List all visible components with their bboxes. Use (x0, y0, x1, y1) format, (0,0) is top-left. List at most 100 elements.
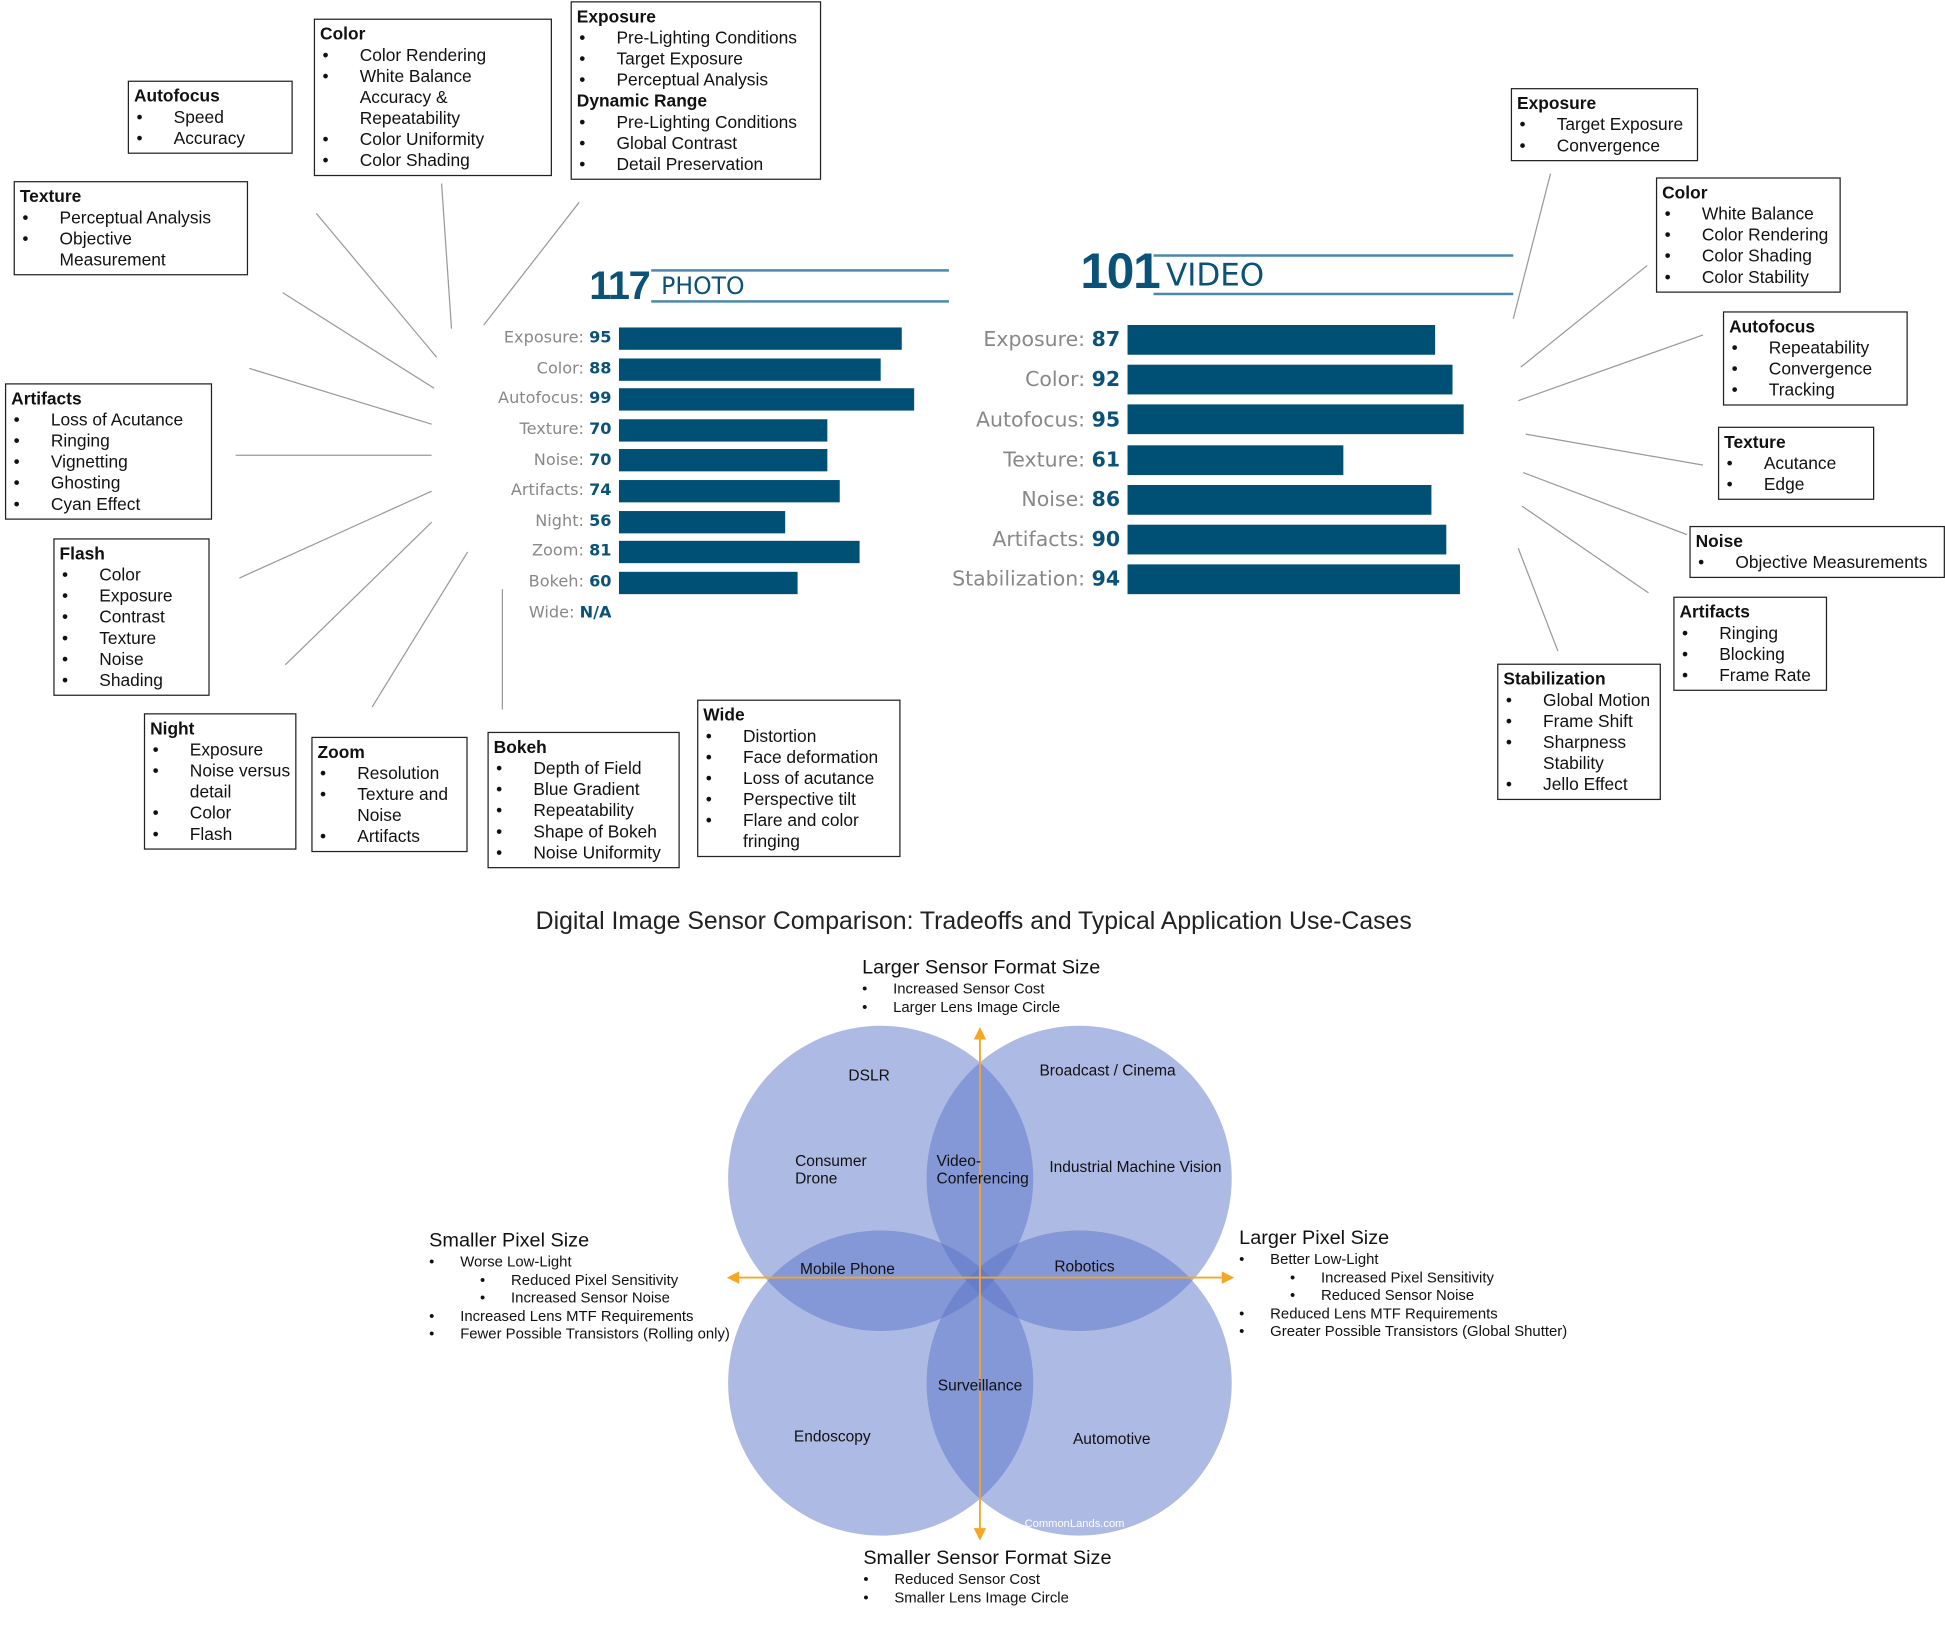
callout-heading: Bokeh (493, 736, 547, 757)
photo-callout-texture: TexturePerceptual AnalysisObjective Meas… (13, 181, 249, 276)
photo-callout-wide: WideDistortionFace deformationLoss of ac… (697, 699, 901, 858)
callout-item: Perceptual Analysis (20, 207, 242, 228)
callout-item: Target Exposure (577, 48, 815, 69)
venn-region-automotive: Automotive (1072, 1430, 1151, 1448)
callout-heading: Wide (703, 704, 745, 725)
callout-item: Ghosting (11, 473, 206, 494)
callout-item: Jello Effect (1503, 774, 1654, 795)
venn-region-dslr: DSLR (848, 1066, 890, 1085)
artifacts-name: Artifacts: (992, 527, 1092, 551)
callout-item: Ringing (1680, 623, 1821, 644)
night-bar (618, 510, 786, 533)
arrow-left-icon (726, 1271, 740, 1284)
photo-callout-night: NightExposureNoise versus detailColorFla… (143, 713, 297, 850)
smaller-pixel-size-label-item: Worse Low-Light (429, 1253, 730, 1271)
autofocus-name: Autofocus: (498, 389, 590, 409)
wide-score-label: Wide: N/A (529, 604, 612, 623)
callout-heading: Autofocus (1729, 316, 1815, 337)
callout-heading: Night (150, 718, 195, 739)
callout-item: Perceptual Analysis (577, 69, 815, 90)
callout-item: Color Stability (1662, 267, 1834, 288)
callout-item: Artifacts (318, 826, 462, 847)
callout-item: Convergence (1729, 358, 1901, 379)
callout-heading: Artifacts (1679, 601, 1750, 622)
callout-heading: Texture (19, 186, 82, 206)
venn-region-endoscopy: Endoscopy (793, 1427, 871, 1446)
larger-pixel-size-label-item: Greater Possible Transistors (Global Shu… (1239, 1322, 1567, 1340)
callout-item: Perspective tilt (703, 789, 894, 810)
callout-heading: Exposure (1517, 93, 1597, 113)
noise-bar (618, 449, 828, 472)
color-score-label: Color: 92 (1025, 368, 1120, 392)
callout-item: Shape of Bokeh (494, 821, 674, 842)
video-label: VIDEO (1165, 256, 1265, 293)
callout-item: Pre-Lighting Conditions (577, 112, 815, 133)
callout-item: Color Rendering (320, 45, 546, 66)
autofocus-value: 99 (589, 389, 612, 409)
callout-item: Color Rendering (1662, 225, 1834, 246)
color-value: 88 (589, 359, 612, 379)
callout-item: Noise Uniformity (494, 842, 674, 863)
video-callout-stabilization: StabilizationGlobal MotionFrame ShiftSha… (1497, 663, 1661, 801)
callout-item: Depth of Field (494, 758, 674, 779)
callout-item: Tracking (1729, 380, 1901, 401)
callout-item: Repeatability (1729, 337, 1901, 358)
smaller-sensor-format-label: Smaller Sensor Format SizeReduced Sensor… (863, 1547, 1111, 1607)
exposure-value: 95 (589, 328, 612, 348)
callout-item: Target Exposure (1517, 114, 1692, 135)
night-score-label: Night: 56 (535, 512, 611, 531)
video-rule-bottom (1153, 292, 1514, 296)
callout-item: Distortion (703, 726, 894, 747)
callout-item: Color Uniformity (320, 129, 546, 150)
exposure-name: Exposure: (503, 328, 590, 348)
callout-heading: Color (320, 23, 366, 44)
photo-score: 117 (589, 262, 651, 308)
callout-heading: Texture (1724, 431, 1786, 452)
exposure-score-label: Exposure: 87 (983, 328, 1120, 352)
photo-rule-bottom (651, 300, 949, 303)
bokeh-bar (618, 571, 798, 594)
artifacts-value: 74 (589, 481, 612, 501)
night-name: Night: (535, 512, 590, 531)
zoom-bar (618, 541, 861, 564)
callout-item: Edge (1724, 474, 1868, 495)
texture-bar (618, 419, 828, 442)
color-name: Color: (1025, 367, 1092, 392)
callout-item: Texture and Noise (318, 784, 462, 826)
larger-pixel-size-label-item: Reduced Sensor Noise (1239, 1286, 1567, 1304)
arrow-down-icon (973, 1528, 987, 1541)
larger-sensor-format-label: Larger Sensor Format SizeIncreased Senso… (862, 956, 1100, 1016)
callout-item: Speed (134, 107, 287, 128)
video-callout-noise: NoiseObjective Measurements (1689, 525, 1945, 579)
bokeh-value: 60 (589, 573, 612, 592)
color-bar (618, 357, 881, 381)
callout-item: Color Shading (1662, 246, 1834, 267)
exposure-bar (1127, 324, 1436, 355)
callout-item: Frame Rate (1680, 665, 1821, 686)
callout-item: Objective Measurement (20, 228, 242, 270)
photo-callout-exposure: ExposurePre-Lighting ConditionsTarget Ex… (570, 1, 822, 180)
artifacts-bar (618, 480, 840, 503)
callout-item: Color (60, 564, 204, 585)
stabilization-name: Stabilization: (952, 567, 1092, 591)
venn-title: Digital Image Sensor Comparison: Tradeof… (535, 907, 1412, 936)
larger-sensor-format-label-title: Larger Sensor Format Size (862, 957, 1101, 979)
arrow-right-icon (1221, 1271, 1235, 1284)
noise-bar (1127, 484, 1432, 515)
callout-item: Acutance (1724, 453, 1868, 474)
color-score-label: Color: 88 (537, 359, 612, 378)
smaller-sensor-format-label-item: Reduced Sensor Cost (863, 1570, 1111, 1588)
larger-pixel-size-label-item: Increased Pixel Sensitivity (1239, 1268, 1567, 1286)
larger-pixel-size-label-title: Larger Pixel Size (1239, 1227, 1390, 1250)
callout-item: Resolution (318, 763, 462, 784)
smaller-pixel-size-label-title: Smaller Pixel Size (429, 1230, 590, 1252)
color-bar (1127, 364, 1453, 395)
noise-score-label: Noise: 70 (534, 451, 612, 470)
callout-heading: Autofocus (133, 85, 220, 106)
callout-item: Blocking (1680, 644, 1821, 665)
venn-region-drone: Consumer Drone (795, 1152, 867, 1188)
callout-item: Global Contrast (577, 133, 815, 154)
venn-region-video-conf: Video- Conferencing (936, 1152, 1029, 1188)
bokeh-score-label: Bokeh: 60 (529, 573, 612, 592)
video-callout-color: ColorWhite BalanceColor RenderingColor S… (1655, 177, 1841, 293)
